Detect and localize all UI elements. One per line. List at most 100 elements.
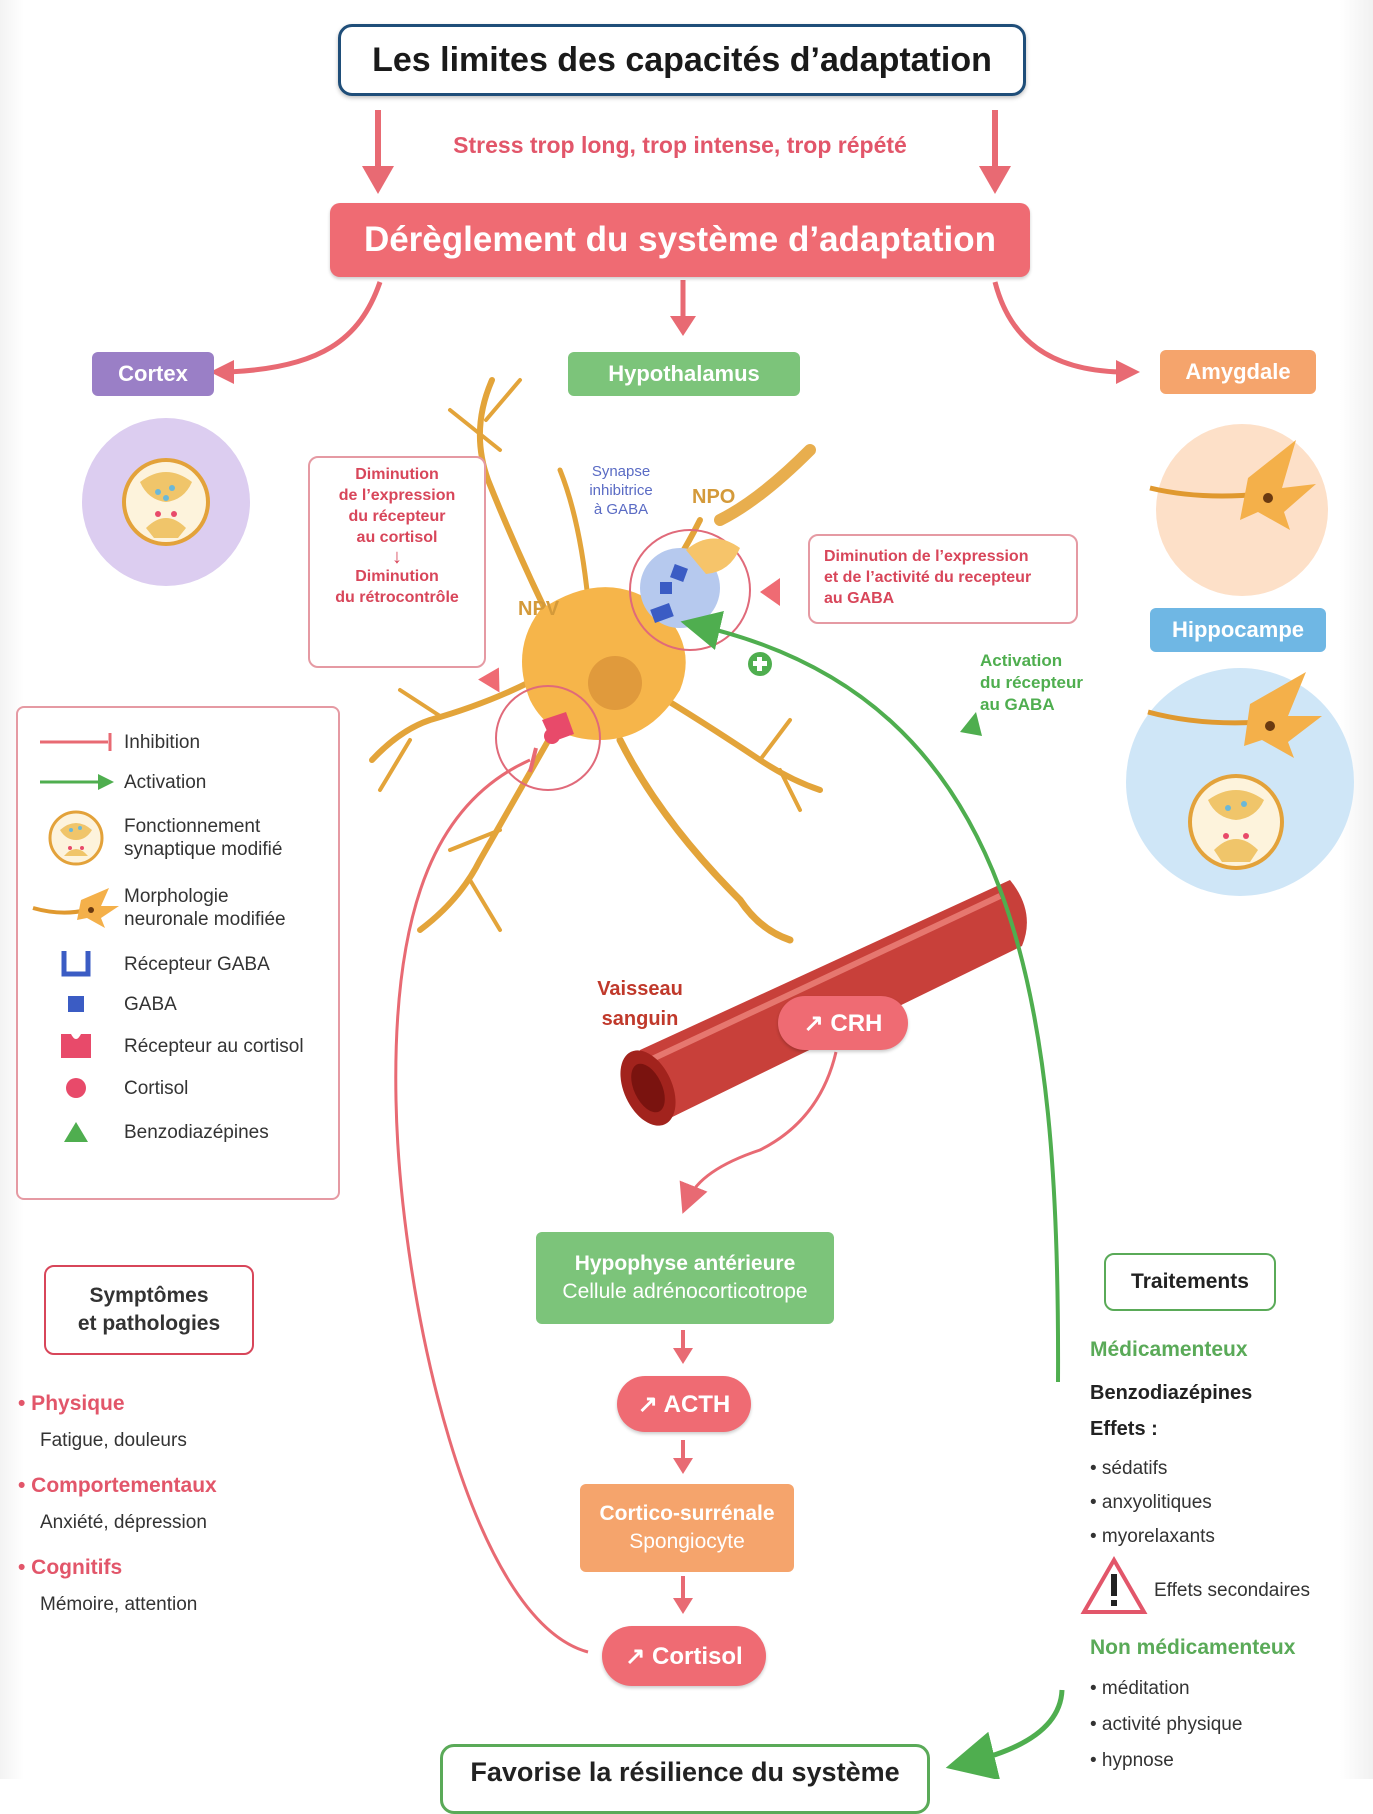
- legend-label: Cortisol: [124, 1077, 188, 1100]
- npo-label: NPO: [692, 486, 735, 509]
- region-amygdala: Amygdale: [1160, 350, 1316, 394]
- vessel-label-line: sanguin: [560, 1004, 720, 1034]
- gaba-icon: [28, 984, 124, 1024]
- gaba-receptor-note: Diminution de l’expression et de l’activ…: [808, 534, 1078, 624]
- pituitary-title: Hypophyse antérieure: [575, 1250, 796, 1278]
- note-line: Diminution: [310, 464, 484, 485]
- legend-item-activation: Activation: [28, 762, 338, 802]
- medicinal-heading: Médicamenteux: [1090, 1338, 1248, 1362]
- note-line: au cortisol: [310, 527, 484, 548]
- gaba-activation-label: Activation du récepteur au GABA: [980, 650, 1083, 716]
- adrenal-cortex-box: Cortico-surrénale Spongiocyte: [580, 1484, 794, 1572]
- legend-label: Récepteur GABA: [124, 953, 270, 976]
- activation-label-line: au GABA: [980, 694, 1083, 716]
- legend-item-gaba-receptor: Récepteur GABA: [28, 944, 338, 984]
- adrenal-title: Cortico-surrénale: [599, 1500, 774, 1528]
- cortisol-receptor-note: Diminution de l’expression du récepteur …: [308, 456, 486, 668]
- activation-label-line: du récepteur: [980, 672, 1083, 694]
- symptom-category: • Cognitifs: [18, 1556, 122, 1580]
- anterior-pituitary-box: Hypophyse antérieure Cellule adrénocorti…: [536, 1232, 834, 1324]
- region-hypothalamus: Hypothalamus: [568, 352, 800, 396]
- synapse-label-line: Synapse: [566, 462, 676, 481]
- stress-caption: Stress trop long, trop intense, trop rép…: [330, 132, 1030, 159]
- note-line: du récepteur: [310, 506, 484, 527]
- legend-label-line: Morphologie: [124, 885, 286, 908]
- inhibition-icon: [28, 722, 124, 762]
- region-hippocampus: Hippocampe: [1150, 608, 1326, 652]
- adrenal-cell: Spongiocyte: [629, 1528, 745, 1556]
- legend-label: Activation: [124, 771, 206, 794]
- note-line: et de l’activité du recepteur: [824, 567, 1062, 588]
- synapse-label-line: à GABA: [566, 500, 676, 519]
- symptom-detail: Anxiété, dépression: [40, 1512, 207, 1534]
- legend-label-line: neuronale modifiée: [124, 908, 286, 931]
- hippocampus-illustration: [1126, 668, 1354, 896]
- region-cortex: Cortex: [92, 352, 214, 396]
- cortisol-icon: [28, 1068, 124, 1108]
- nonmed-item: • activité physique: [1090, 1714, 1242, 1736]
- symptom-category: • Comportementaux: [18, 1474, 217, 1498]
- synapse-icon: [28, 808, 124, 868]
- legend-label: GABA: [124, 993, 177, 1016]
- symptom-category: • Physique: [18, 1392, 125, 1416]
- activation-arrow-icon: [28, 762, 124, 802]
- npv-label: NPV: [518, 598, 559, 621]
- nonmed-item: • hypnose: [1090, 1750, 1174, 1772]
- effect-item: • sédatifs: [1090, 1458, 1167, 1480]
- cortex-illustration: [82, 418, 250, 586]
- benzodiazepines-label: Benzodiazépines: [1090, 1382, 1252, 1405]
- pituitary-cell: Cellule adrénocorticotrope: [562, 1278, 807, 1306]
- cortisol-receptor-icon: [28, 1026, 124, 1066]
- legend-item-benzodiazepines: Benzodiazépines: [28, 1112, 338, 1152]
- note-line: du rétrocontrôle: [310, 587, 484, 608]
- note-line: de l’expression: [310, 485, 484, 506]
- legend-item-cortisol: Cortisol: [28, 1068, 338, 1108]
- vessel-label-line: Vaisseau: [560, 974, 720, 1004]
- synapse-label-line: inhibitrice: [566, 481, 676, 500]
- legend-item-cortisol-receptor: Récepteur au cortisol: [28, 1026, 338, 1066]
- legend-label: Inhibition: [124, 731, 200, 754]
- warning-triangle-icon: [1084, 1560, 1144, 1612]
- side-effects-label: Effets secondaires: [1154, 1580, 1310, 1602]
- nonmed-item: • méditation: [1090, 1678, 1190, 1700]
- cortisol-pill: ↗ Cortisol: [602, 1626, 766, 1686]
- symptom-detail: Fatigue, douleurs: [40, 1430, 187, 1452]
- legend-label: Benzodiazépines: [124, 1121, 269, 1144]
- note-line: Diminution de l’expression: [824, 546, 1062, 567]
- neuron-nucleus: [588, 656, 642, 710]
- effect-item: • myorelaxants: [1090, 1526, 1215, 1548]
- dysregulation-banner: Dérèglement du système d’adaptation: [330, 203, 1030, 277]
- gaba-receptor-icon: [28, 944, 124, 984]
- effect-item: • anxyolitiques: [1090, 1492, 1212, 1514]
- synapse-label: Synapse inhibitrice à GABA: [566, 462, 676, 519]
- resilience-box: Favorise la résilience du système: [440, 1744, 930, 1814]
- note-line: au GABA: [824, 588, 1062, 609]
- diagram-title: Les limites des capacités d’adaptation: [338, 24, 1026, 96]
- legend-label-line: Fonctionnement: [124, 815, 282, 838]
- acth-pill: ↗ ACTH: [617, 1376, 751, 1432]
- legend-label: Récepteur au cortisol: [124, 1035, 304, 1058]
- down-arrow-icon: ↓: [310, 548, 484, 566]
- effects-label: Effets :: [1090, 1418, 1158, 1441]
- vessel-label: Vaisseau sanguin: [560, 974, 720, 1034]
- cortisol-feedback-curve: [396, 760, 588, 1652]
- crh-pill: ↗ CRH: [778, 996, 908, 1050]
- activation-label-line: Activation: [980, 650, 1083, 672]
- neuron-icon: [28, 880, 124, 936]
- amygdala-illustration: [1150, 424, 1328, 596]
- legend-label-line: synaptique modifié: [124, 838, 282, 861]
- symptom-detail: Mémoire, attention: [40, 1594, 197, 1616]
- non-medicinal-heading: Non médicamenteux: [1090, 1636, 1295, 1660]
- symptoms-title-line: Symptômes: [78, 1282, 220, 1310]
- symptoms-title-line: et pathologies: [78, 1310, 220, 1338]
- note-line: Diminution: [310, 566, 484, 587]
- benzodiazepine-icon: [28, 1112, 124, 1152]
- legend-item-inhibition: Inhibition: [28, 722, 338, 762]
